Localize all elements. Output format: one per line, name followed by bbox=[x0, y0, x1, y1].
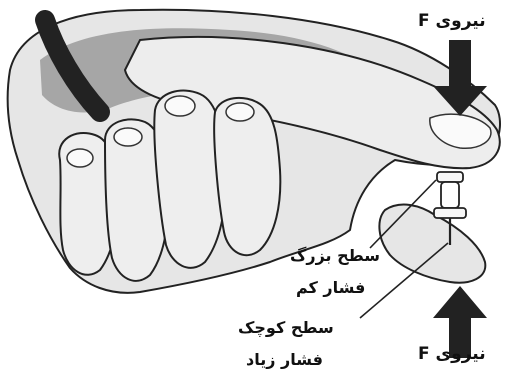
low-pressure-label: فشار کم bbox=[296, 280, 365, 296]
large-surface-label: سطح بزرگ bbox=[290, 248, 380, 264]
thumbtack-head bbox=[437, 172, 463, 182]
thumbtack-body bbox=[441, 182, 459, 208]
force-label-top: نیروی F bbox=[418, 13, 486, 30]
force-label-bottom: نیروی F bbox=[418, 346, 486, 363]
thumbtack-collar bbox=[434, 208, 466, 218]
index-fingertip bbox=[379, 205, 485, 283]
small-surface-label: سطح کوچک bbox=[238, 320, 334, 336]
high-pressure-label: فشار زیاد bbox=[246, 352, 323, 368]
